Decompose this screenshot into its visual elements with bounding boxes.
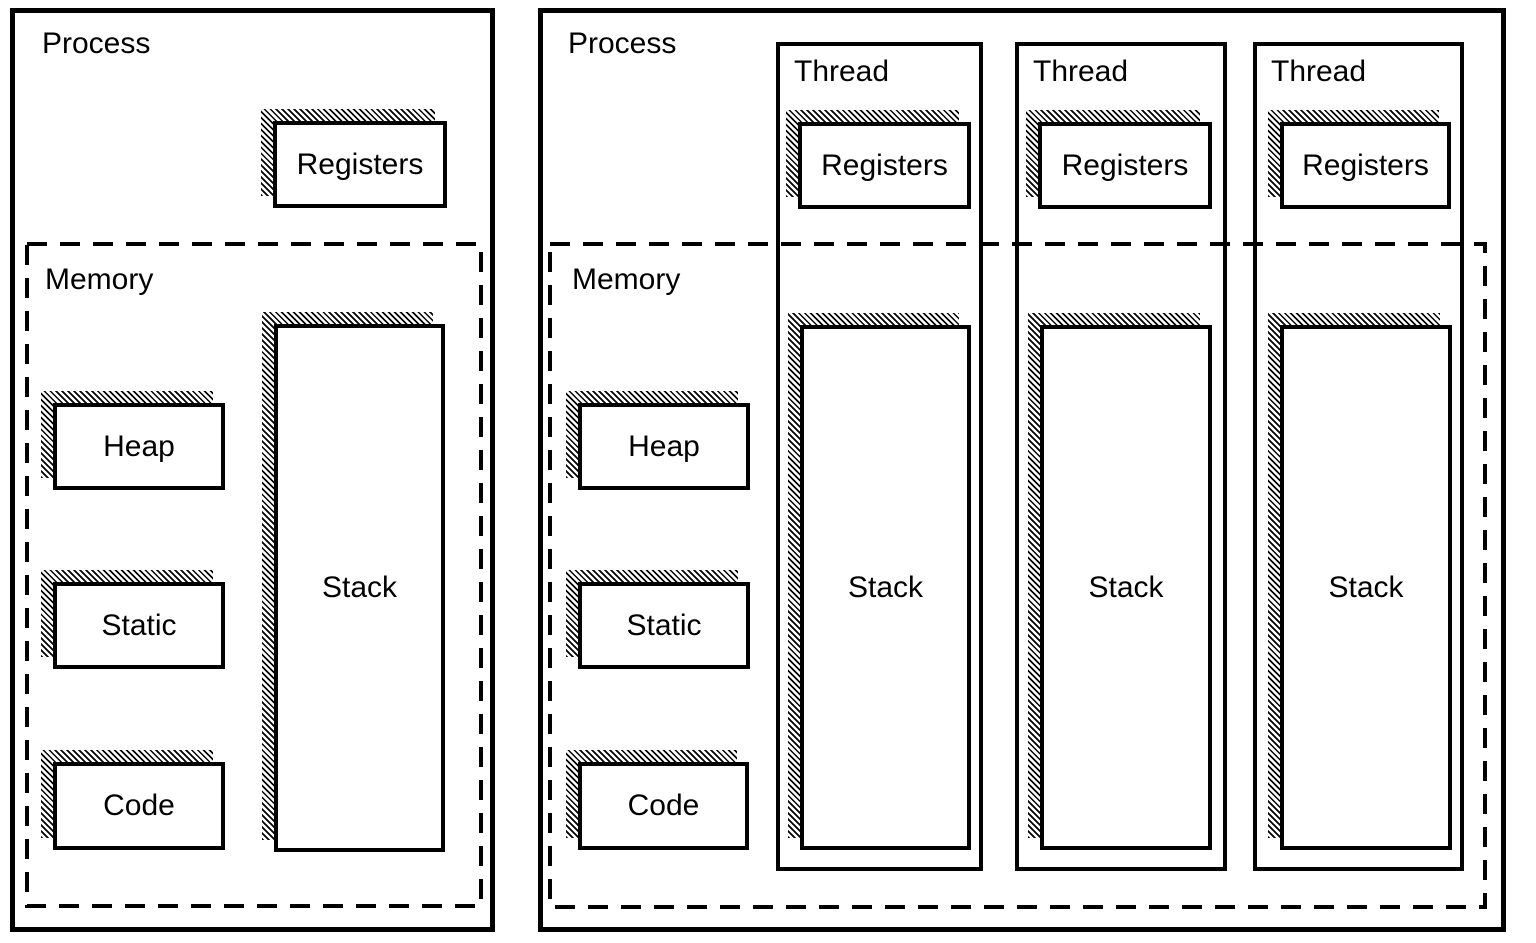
thread-1-stack-box: Stack bbox=[800, 325, 971, 850]
heap-label-right: Heap bbox=[628, 429, 700, 463]
thread-2-registers-box: Registers bbox=[1038, 122, 1212, 209]
stack-label: Stack bbox=[321, 571, 398, 604]
thread-1-registers-box: Registers bbox=[798, 122, 971, 209]
thread-1-label: Thread bbox=[794, 55, 890, 88]
thread-box-3: Thread bbox=[1253, 42, 1464, 871]
memory-label-left: Memory bbox=[45, 263, 154, 296]
thread-3-label: Thread bbox=[1271, 55, 1367, 88]
static-label: Static bbox=[101, 608, 177, 642]
thread-box-1: Thread bbox=[776, 42, 983, 871]
registers-label: Registers bbox=[296, 147, 424, 181]
process-label-left: Process bbox=[42, 27, 151, 60]
thread-3-stack-label: Stack bbox=[1328, 570, 1404, 604]
thread-3-stack-box: Stack bbox=[1280, 325, 1452, 850]
memory-region-left bbox=[25, 242, 483, 908]
thread-box-2: Thread bbox=[1015, 42, 1227, 871]
heap-box-right: Heap bbox=[578, 403, 750, 490]
thread-1-registers-label: Registers bbox=[821, 148, 948, 182]
static-label-right: Static bbox=[626, 608, 702, 642]
thread-2-label: Thread bbox=[1033, 55, 1129, 88]
thread-2-stack-box: Stack bbox=[1040, 325, 1212, 850]
static-box: Static bbox=[53, 582, 225, 669]
thread-3-registers-box: Registers bbox=[1280, 122, 1451, 209]
code-box: Code bbox=[53, 762, 225, 850]
stack-box: Stack bbox=[274, 324, 445, 852]
code-label-right: Code bbox=[627, 789, 700, 822]
thread-2-registers-label: Registers bbox=[1061, 148, 1189, 182]
code-box-right: Code bbox=[578, 762, 749, 850]
thread-2-stack-label: Stack bbox=[1088, 570, 1164, 604]
multi-thread-process-box bbox=[538, 8, 1506, 932]
thread-1-stack-label: Stack bbox=[847, 570, 924, 604]
memory-label-right: Memory bbox=[572, 263, 681, 296]
single-process-box bbox=[10, 8, 495, 932]
thread-3-registers-label: Registers bbox=[1302, 148, 1429, 182]
registers-box: Registers bbox=[273, 121, 447, 208]
static-box-right: Static bbox=[578, 582, 750, 669]
code-label: Code bbox=[103, 789, 175, 822]
process-label-right: Process bbox=[568, 27, 677, 60]
heap-label: Heap bbox=[103, 429, 175, 463]
heap-box: Heap bbox=[53, 403, 225, 490]
